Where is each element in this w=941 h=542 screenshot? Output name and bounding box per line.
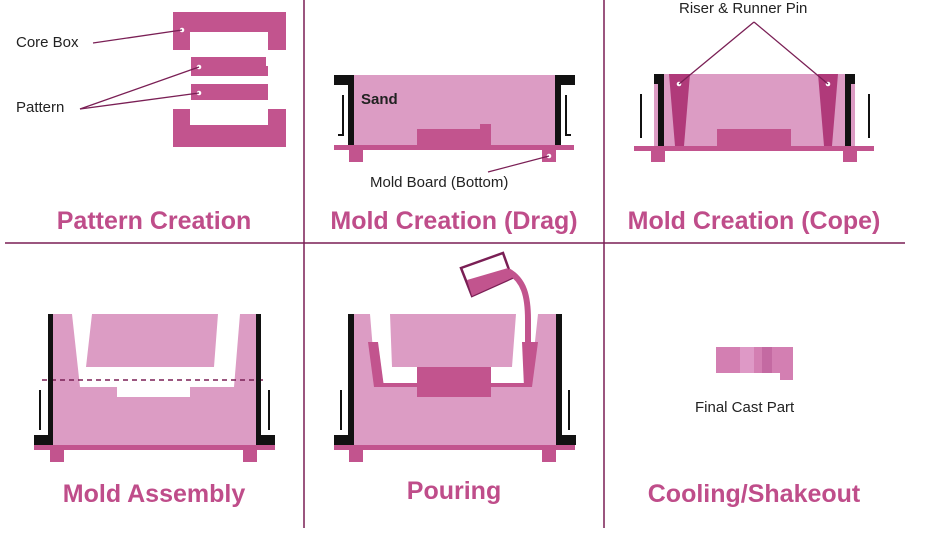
pattern-creation-title: Pattern Creation [56,207,252,235]
ladle-pouring [459,251,531,387]
mold-board-label: Mold Board (Bottom) [370,174,509,191]
pattern-creation-leaders [79,29,200,110]
mold-drag-title: Mold Creation (Drag) [330,207,578,235]
assembled-mold [34,314,275,462]
pattern-label: Pattern [16,99,65,116]
cope-mold-board [634,146,874,162]
drag-mold-board [334,145,574,173]
riser-runner-label: Riser & Runner Pin [679,0,808,17]
riser-runner-pins [669,21,838,146]
cooling-title: Cooling/Shakeout [647,480,861,508]
final-cast-part [716,347,793,380]
core-box-top [173,12,286,50]
core-box-label: Core Box [16,34,79,51]
mold-cope-title: Mold Creation (Cope) [627,207,881,235]
final-cast-part-label: Final Cast Part [695,399,795,416]
pattern-pieces [191,57,268,100]
sand-label: Sand [361,91,398,108]
core-box-bottom [173,109,286,147]
pouring-title: Pouring [406,477,502,505]
grid-dividers [5,0,905,528]
drag-flask [334,75,575,145]
mold-assembly-title: Mold Assembly [62,480,246,508]
pouring-mold [334,314,576,462]
